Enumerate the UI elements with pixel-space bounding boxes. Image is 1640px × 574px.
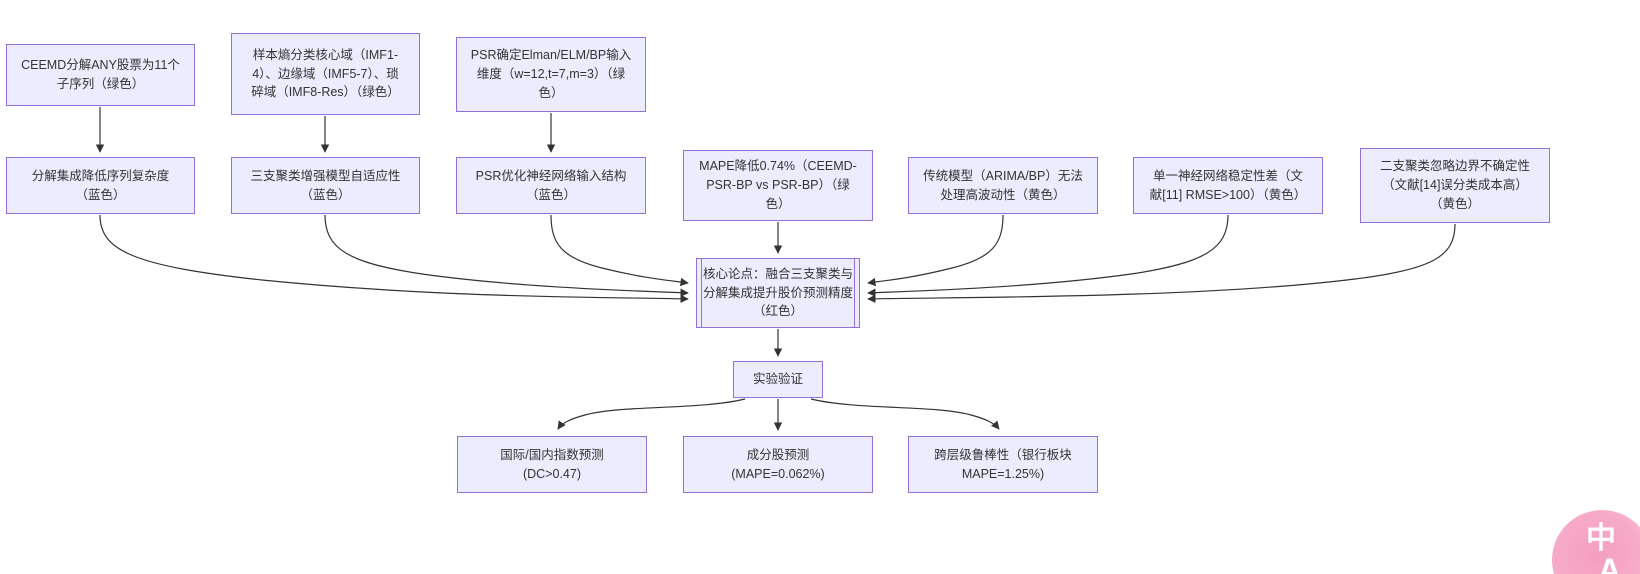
- node-psr-input-dimension: PSR确定Elman/ELM/BP输入 维度（w=12,t=7,m=3）（绿 色…: [456, 37, 646, 112]
- edge-twoway-core: [867, 223, 1456, 303]
- translate-en-glyph: A: [1598, 552, 1622, 574]
- edge-trad-core: [867, 214, 1004, 287]
- edge-threeway-core: [324, 214, 689, 297]
- node-ceemd-decompose: CEEMD分解ANY股票为11个 子序列（绿色）: [6, 44, 195, 106]
- node-cross-level-robustness: 跨层级鲁棒性（银行板块 MAPE=1.25%): [908, 436, 1098, 493]
- node-index-prediction: 国际/国内指数预测 (DC>0.47): [457, 436, 647, 493]
- node-experiment-validation: 实验验证: [733, 361, 823, 398]
- edge-experiment-index: [557, 398, 746, 430]
- node-twoway-clustering: 二支聚类忽略边界不确定性 （文献[14]误分类成本高） （黄色）: [1360, 148, 1550, 223]
- translate-zh-glyph: 中: [1586, 522, 1616, 555]
- node-mape-improvement: MAPE降低0.74%（CEEMD- PSR-BP vs PSR-BP）（绿 色…: [683, 150, 873, 221]
- node-psr-optimization: PSR优化神经网络输入结构 （蓝色）: [456, 157, 646, 214]
- edge-decomp-core: [99, 214, 689, 303]
- edge-single-core: [867, 214, 1229, 297]
- edge-psropt-core: [550, 214, 689, 287]
- translate-button[interactable]: 中 A: [1552, 510, 1640, 574]
- node-traditional-models: 传统模型（ARIMA/BP）无法 处理高波动性（黄色）: [908, 157, 1098, 214]
- node-component-stock: 成分股预测 (MAPE=0.062%): [683, 436, 873, 493]
- node-threeway-clustering: 三支聚类增强模型自适应性 （蓝色）: [231, 157, 420, 214]
- node-decomposition-benefit: 分解集成降低序列复杂度 （蓝色）: [6, 157, 195, 214]
- node-single-network: 单一神经网络稳定性差（文 献[11] RMSE>100）（黄色）: [1133, 157, 1323, 214]
- node-sample-entropy: 样本熵分类核心域（IMF1- 4）、边缘域（IMF5-7）、琐 碎域（IMF8-…: [231, 33, 420, 115]
- node-core-thesis: 核心论点：融合三支聚类与 分解集成提升股价预测精度 （红色）: [696, 258, 860, 328]
- edge-experiment-robust: [810, 398, 1000, 430]
